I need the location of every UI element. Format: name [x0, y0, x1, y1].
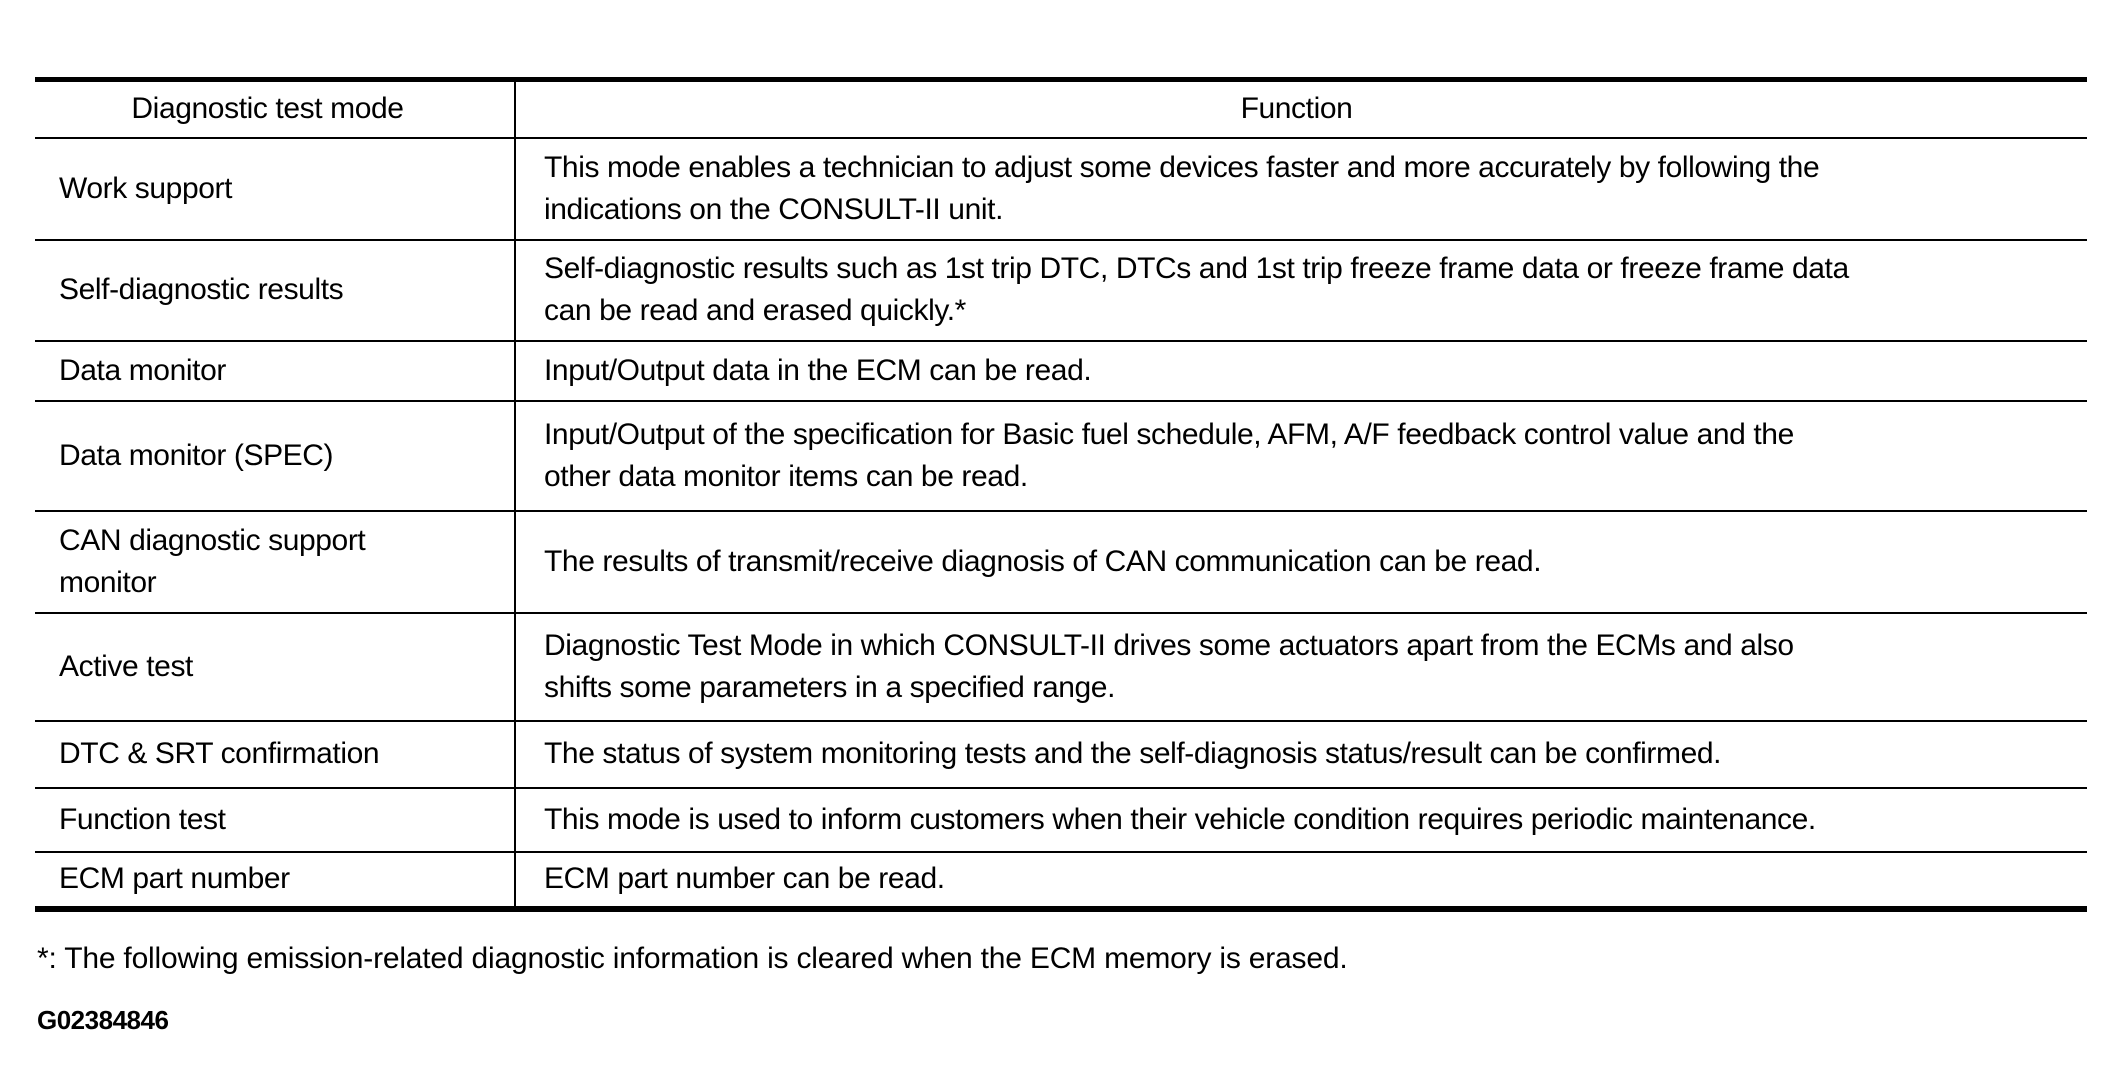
mode-cell: ECM part number: [35, 850, 515, 909]
function-cell: This mode is used to inform customers wh…: [514, 786, 2087, 852]
mode-cell: Data monitor (SPEC): [35, 399, 515, 511]
table-row: Function test This mode is used to infor…: [35, 786, 2087, 852]
function-cell: This mode enables a technician to adjust…: [514, 136, 2087, 240]
function-cell: The status of system monitoring tests an…: [514, 719, 2087, 788]
mode-cell: CAN diagnostic support monitor: [35, 509, 515, 613]
function-cell: Input/Output data in the ECM can be read…: [514, 339, 2087, 401]
function-cell: ECM part number can be read.: [514, 850, 2087, 909]
function-cell: Input/Output of the specification for Ba…: [514, 399, 2087, 511]
footnote: *: The following emission-related diagno…: [37, 942, 1348, 975]
table-row: Active test Diagnostic Test Mode in whic…: [35, 611, 2087, 721]
table-row: DTC & SRT confirmation The status of sys…: [35, 719, 2087, 788]
mode-cell: Work support: [35, 136, 515, 240]
function-cell: The results of transmit/receive diagnosi…: [514, 509, 2087, 613]
diagnostic-test-mode-table: Diagnostic test mode Function Work suppo…: [35, 77, 2087, 912]
table-row: Data monitor Input/Output data in the EC…: [35, 339, 2087, 401]
mode-cell: DTC & SRT confirmation: [35, 719, 515, 788]
mode-cell: Function test: [35, 786, 515, 852]
mode-cell: Self-diagnostic results: [35, 238, 515, 341]
column-header-diagnostic-test-mode: Diagnostic test mode: [131, 92, 404, 126]
column-header-function: Function: [514, 79, 2087, 138]
table-row: Data monitor (SPEC) Input/Output of the …: [35, 399, 2087, 511]
table-row: Self-diagnostic results Self-diagnostic …: [35, 238, 2087, 341]
figure-id: G02384846: [37, 1005, 169, 1035]
mode-cell: Active test: [35, 611, 515, 721]
mode-cell: Data monitor: [35, 339, 515, 401]
function-cell: Self-diagnostic results such as 1st trip…: [514, 238, 2087, 341]
table-row: ECM part number ECM part number can be r…: [35, 850, 2087, 909]
function-cell: Diagnostic Test Mode in which CONSULT-II…: [514, 611, 2087, 721]
table-row: CAN diagnostic support monitor The resul…: [35, 509, 2087, 613]
table-header-row: Diagnostic test mode Function: [35, 79, 2087, 138]
table-row: Work support This mode enables a technic…: [35, 136, 2087, 240]
